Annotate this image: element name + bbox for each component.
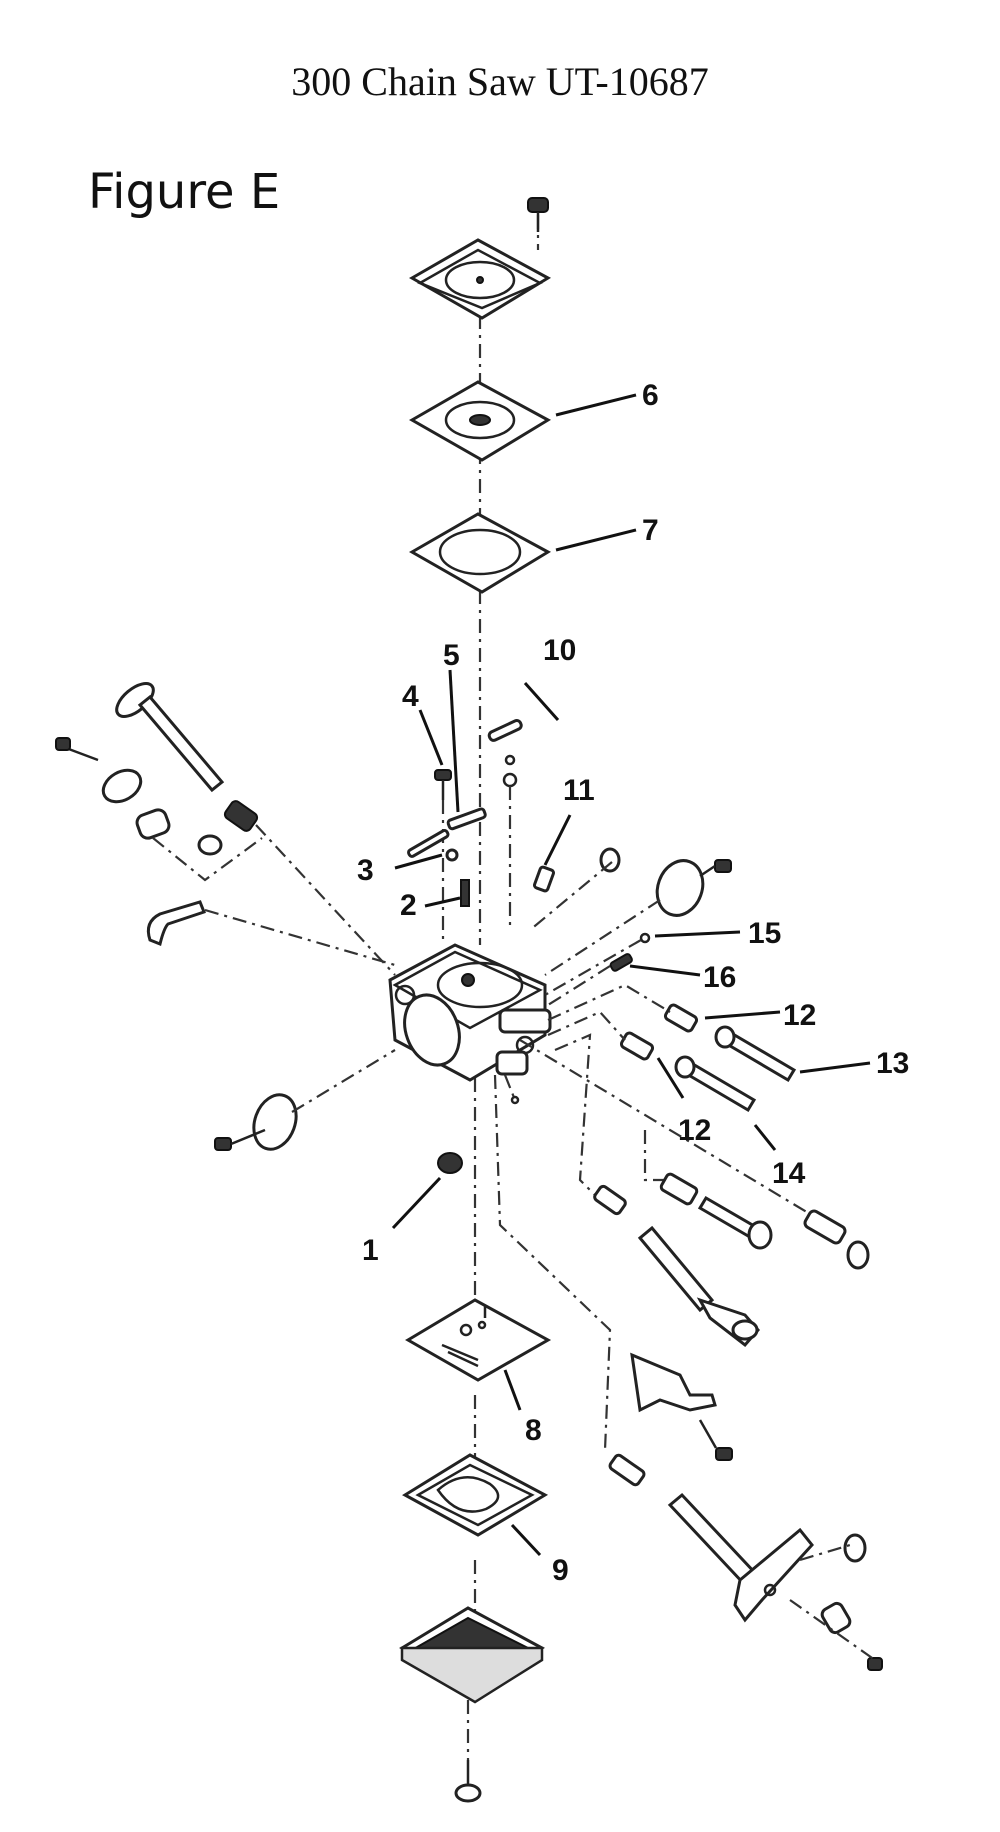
callout-8: 8	[525, 1414, 542, 1447]
callout-1: 1	[362, 1234, 379, 1267]
small-parts-upper	[407, 719, 621, 945]
callout-11: 11	[563, 774, 595, 807]
callout-9: 9	[552, 1554, 569, 1587]
callout-4: 4	[402, 680, 419, 713]
callout-5: 5	[443, 639, 460, 672]
bottom-screw	[454, 1760, 482, 1803]
gasket-7	[408, 512, 552, 594]
callout-7: 7	[642, 514, 659, 547]
throttle-trigger-assembly	[493, 1074, 883, 1671]
choke-shaft-assembly	[55, 682, 396, 976]
needle-valves	[544, 932, 797, 1113]
throttle-lever-assembly	[554, 1033, 760, 1348]
callout-15: 15	[748, 917, 781, 950]
callout-12-lower: 12	[678, 1114, 711, 1147]
callout-12-upper: 12	[783, 999, 816, 1032]
callout-2: 2	[400, 889, 417, 922]
pump-cover-plate	[408, 238, 552, 320]
pump-diaphragm-6	[408, 380, 552, 462]
metering-gasket-8	[405, 1298, 552, 1382]
callout-3: 3	[357, 854, 374, 887]
page-title: 300 Chain Saw UT-10687	[291, 59, 709, 104]
metering-cover	[399, 1606, 545, 1704]
top-screw	[527, 197, 549, 232]
callout-labels: 1 2 3 4 5 6 7 8 9 10 11 12 12 13 14 15 1…	[357, 379, 909, 1587]
carburetor-body	[388, 943, 552, 1105]
figure-label: Figure E	[88, 164, 281, 220]
callout-6: 6	[642, 379, 659, 412]
callout-13: 13	[876, 1047, 909, 1080]
leader-lines	[391, 393, 871, 1557]
callout-16: 16	[703, 961, 736, 994]
callout-14: 14	[772, 1157, 806, 1190]
callout-10: 10	[543, 634, 576, 667]
idle-screw-assembly	[519, 1039, 870, 1270]
throttle-plate-right	[529, 859, 732, 976]
filter-screen-1	[437, 1152, 463, 1174]
throttle-plate-left	[214, 1049, 396, 1151]
metering-diaphragm-9	[402, 1453, 549, 1537]
